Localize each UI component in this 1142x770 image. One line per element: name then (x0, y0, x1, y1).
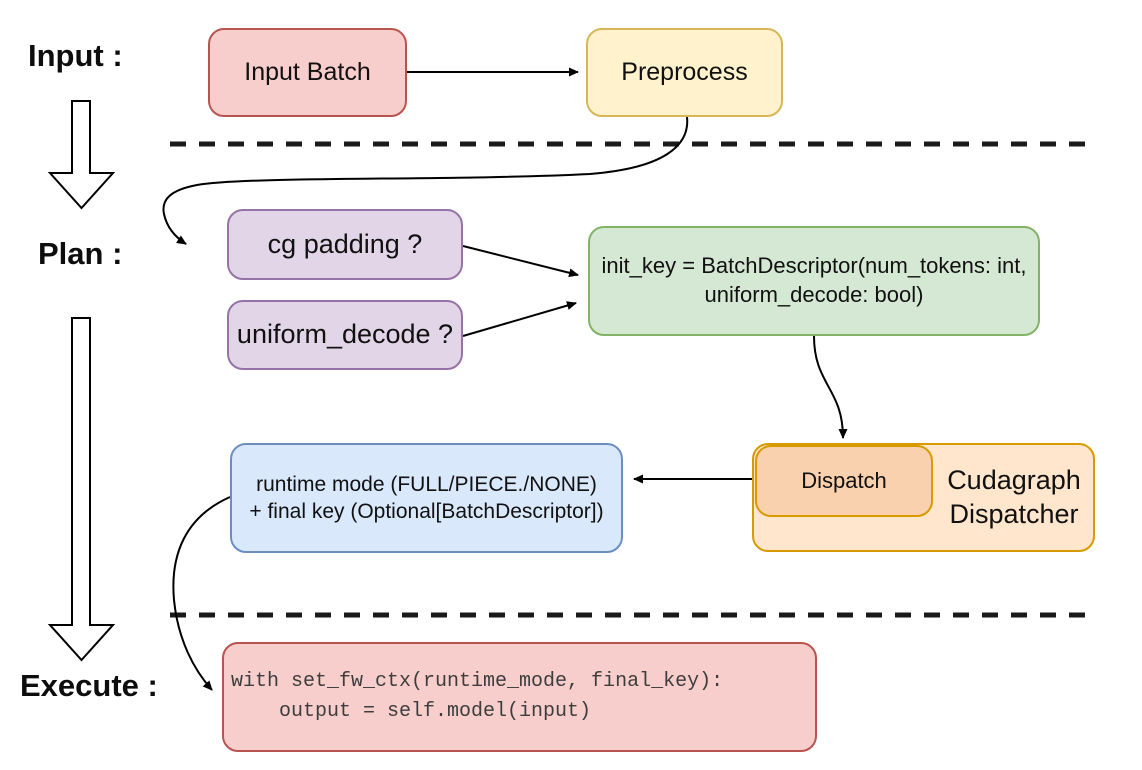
node-init-key-line1: init_key = BatchDescriptor(num_tokens: i… (601, 253, 1027, 279)
node-preprocess-label: Preprocess (621, 58, 748, 87)
node-dispatch: Dispatch (755, 445, 933, 517)
node-runtime-mode-line1: runtime mode (FULL/PIECE./NONE) (256, 472, 597, 496)
arrow-cg-padding-to-init-key (462, 245, 579, 278)
cudagraph-label-line1: Cudagraph (947, 464, 1081, 495)
node-init-key-line2: uniform_decode: bool) (704, 282, 924, 307)
stage-label-execute: Execute : (20, 668, 158, 703)
node-init-key: init_key = BatchDescriptor(num_tokens: i… (588, 226, 1040, 336)
execute-code-line1: with set_fw_ctx(runtime_mode, final_key)… (231, 670, 724, 693)
node-dispatch-label: Dispatch (801, 467, 887, 493)
node-cudagraph-dispatcher-label: Cudagraph Dispatcher (933, 443, 1095, 552)
node-input-batch-label: Input Batch (244, 58, 371, 87)
node-execute-code: with set_fw_ctx(runtime_mode, final_key)… (222, 642, 817, 752)
execute-code-line2: output = self.model(input) (231, 700, 592, 723)
node-preprocess: Preprocess (586, 28, 783, 117)
arrow-preprocess-to-cg-padding (162, 116, 689, 245)
stage-label-input: Input : (28, 38, 123, 73)
node-input-batch: Input Batch (208, 28, 407, 117)
cudagraph-label-line2: Dispatcher (949, 498, 1079, 529)
node-runtime-mode: runtime mode (FULL/PIECE./NONE) + final … (230, 443, 623, 553)
stage-label-plan: Plan : (38, 236, 123, 271)
node-uniform-decode-label: uniform_decode ? (236, 319, 454, 350)
stage-arrow-input-to-plan-icon (47, 100, 116, 210)
stage-arrow-plan-to-execute-icon (47, 317, 116, 662)
arrow-init-key-to-dispatch (813, 335, 848, 439)
node-cg-padding-label: cg padding ? (267, 228, 423, 259)
node-cg-padding: cg padding ? (227, 209, 463, 280)
arrow-runtime-mode-to-execute-code (172, 496, 231, 691)
node-uniform-decode: uniform_decode ? (227, 300, 463, 370)
arrow-uniform-decode-to-init-key (462, 301, 577, 337)
node-runtime-mode-line2: + final key (Optional[BatchDescriptor]) (249, 500, 604, 523)
